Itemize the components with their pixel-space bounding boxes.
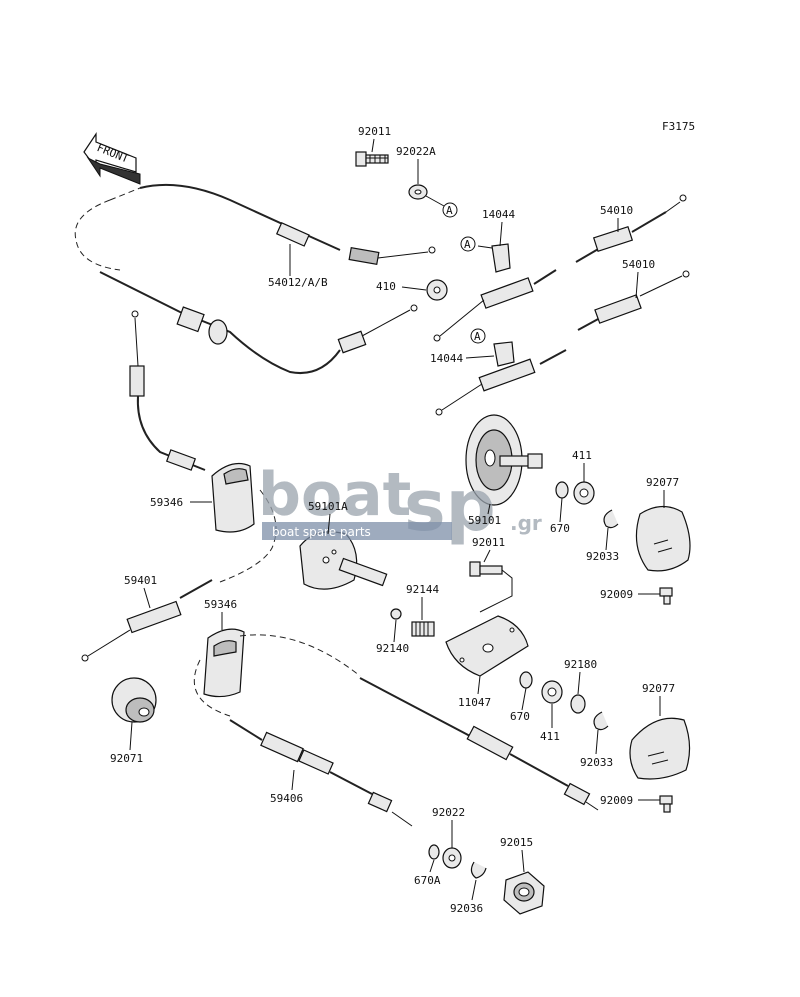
label-59346-bot: 59346 — [204, 598, 237, 611]
cable-54010-left-mid — [433, 269, 557, 342]
figure-code: F3175 — [662, 120, 695, 133]
label-14044-top: 14044 — [482, 208, 515, 221]
nut-92015 — [503, 871, 545, 915]
label-92015: 92015 — [500, 836, 533, 849]
cable-59401-lower — [81, 579, 213, 662]
oring-670-top — [555, 481, 569, 499]
label-92011-top: 92011 — [358, 125, 391, 138]
cable-54012 — [74, 183, 436, 374]
label-670A: 670A — [414, 874, 441, 887]
label-92033-bot: 92033 — [580, 756, 613, 769]
label-92071: 92071 — [110, 752, 143, 765]
clip-92033-bot — [593, 711, 609, 731]
label-54012: 54012/A/B — [268, 276, 328, 289]
label-92036: 92036 — [450, 902, 483, 915]
label-59401: 59401 — [124, 574, 157, 587]
knob-92077-bot — [629, 717, 691, 780]
watermark-main: boat — [258, 460, 411, 530]
cable-59401-upper — [129, 310, 206, 471]
label-411-bot: 411 — [540, 730, 560, 743]
washer-92180 — [570, 694, 586, 714]
screw-92009-top — [659, 587, 673, 605]
label-411-top: 411 — [572, 449, 592, 462]
pulley-59101A — [299, 531, 388, 590]
cap-92071 — [111, 677, 157, 723]
label-54010-mid: 54010 — [622, 258, 655, 271]
knob-92077-top — [635, 505, 691, 572]
label-92011-mid: 92011 — [472, 536, 505, 549]
label-59101A: 59101A — [308, 500, 348, 513]
spring-92144 — [411, 621, 435, 637]
label-670-bot: 670 — [510, 710, 530, 723]
front-arrow-icon: FRONT — [83, 132, 141, 185]
cable-lower-left — [435, 349, 567, 416]
watermark: boat sp boat spare parts .gr — [258, 460, 542, 547]
watermark-sub: boat spare parts — [272, 525, 371, 539]
block-59346-bot — [203, 628, 245, 698]
label-54010-top: 54010 — [600, 204, 633, 217]
clip-14044-top: A — [460, 236, 511, 273]
callout-a-mid-label: A — [464, 238, 471, 251]
label-14044-mid: 14044 — [430, 352, 463, 365]
label-92022: 92022 — [432, 806, 465, 819]
label-59346-top: 59346 — [150, 496, 183, 509]
label-92077-top: 92077 — [646, 476, 679, 489]
callout-a-top — [442, 202, 458, 218]
watermark-tld: .gr — [510, 511, 542, 535]
label-92144: 92144 — [406, 583, 439, 596]
bolt-92011-top — [355, 151, 389, 167]
oring-670A — [428, 844, 440, 860]
oring-670-bot — [519, 671, 533, 689]
label-92022A: 92022A — [396, 145, 436, 158]
cable-59406 — [229, 719, 413, 827]
label-92180: 92180 — [564, 658, 597, 671]
label-11047: 11047 — [458, 696, 491, 709]
callout-a-low-label: A — [474, 330, 481, 343]
label-92009-top: 92009 — [600, 588, 633, 601]
clip-92036 — [470, 861, 487, 879]
pulley-59101 — [465, 414, 543, 506]
block-59346-top — [211, 463, 255, 533]
label-92077-bot: 92077 — [642, 682, 675, 695]
screw-92009-bot — [659, 795, 673, 813]
bolt-92011-mid — [469, 561, 503, 577]
label-92033-top: 92033 — [586, 550, 619, 563]
label-59406: 59406 — [270, 792, 303, 805]
label-92140: 92140 — [376, 642, 409, 655]
bracket-11047 — [445, 615, 529, 677]
label-92009-bot: 92009 — [600, 794, 633, 807]
cable-54010-top — [575, 194, 687, 263]
label-410: 410 — [376, 280, 396, 293]
clip-14044-mid: A — [470, 328, 515, 367]
cable-54010-mid — [577, 270, 690, 331]
label-59101: 59101 — [468, 514, 501, 527]
ball-92140 — [390, 608, 402, 620]
clip-92033-top — [603, 509, 619, 529]
callout-a-top-label: A — [446, 204, 453, 217]
label-670-top: 670 — [550, 522, 570, 535]
cable-long-right — [359, 677, 599, 811]
